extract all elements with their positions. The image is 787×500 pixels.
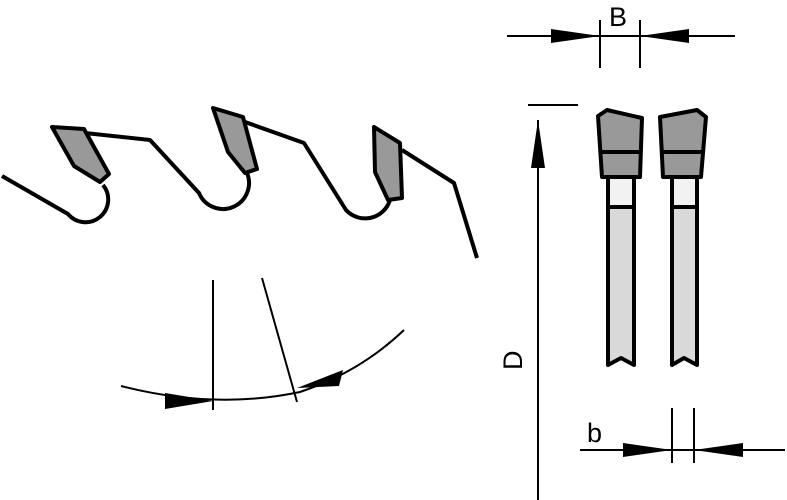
label-kerf-width: B — [609, 2, 627, 32]
arrow-head-right — [165, 393, 213, 409]
label-blade-thickness: b — [587, 418, 602, 448]
angle-arc — [120, 329, 405, 401]
blade-section-right — [658, 108, 708, 367]
arrow-head-up — [531, 120, 545, 168]
arrow-head-right — [623, 443, 672, 457]
arrow-head-left — [640, 29, 689, 43]
tooth-tip-1 — [50, 125, 111, 184]
arrow-head-left — [297, 370, 343, 388]
tooth-tip-3 — [372, 125, 404, 202]
arrow-head-left — [694, 443, 743, 457]
blade-profile-outline — [1, 120, 479, 259]
blade-section-left — [596, 108, 644, 367]
label-diameter: D — [498, 351, 528, 371]
arrow-head-right — [551, 29, 600, 43]
tooth-face-line — [261, 277, 298, 403]
tooth-tip-2 — [211, 106, 259, 175]
